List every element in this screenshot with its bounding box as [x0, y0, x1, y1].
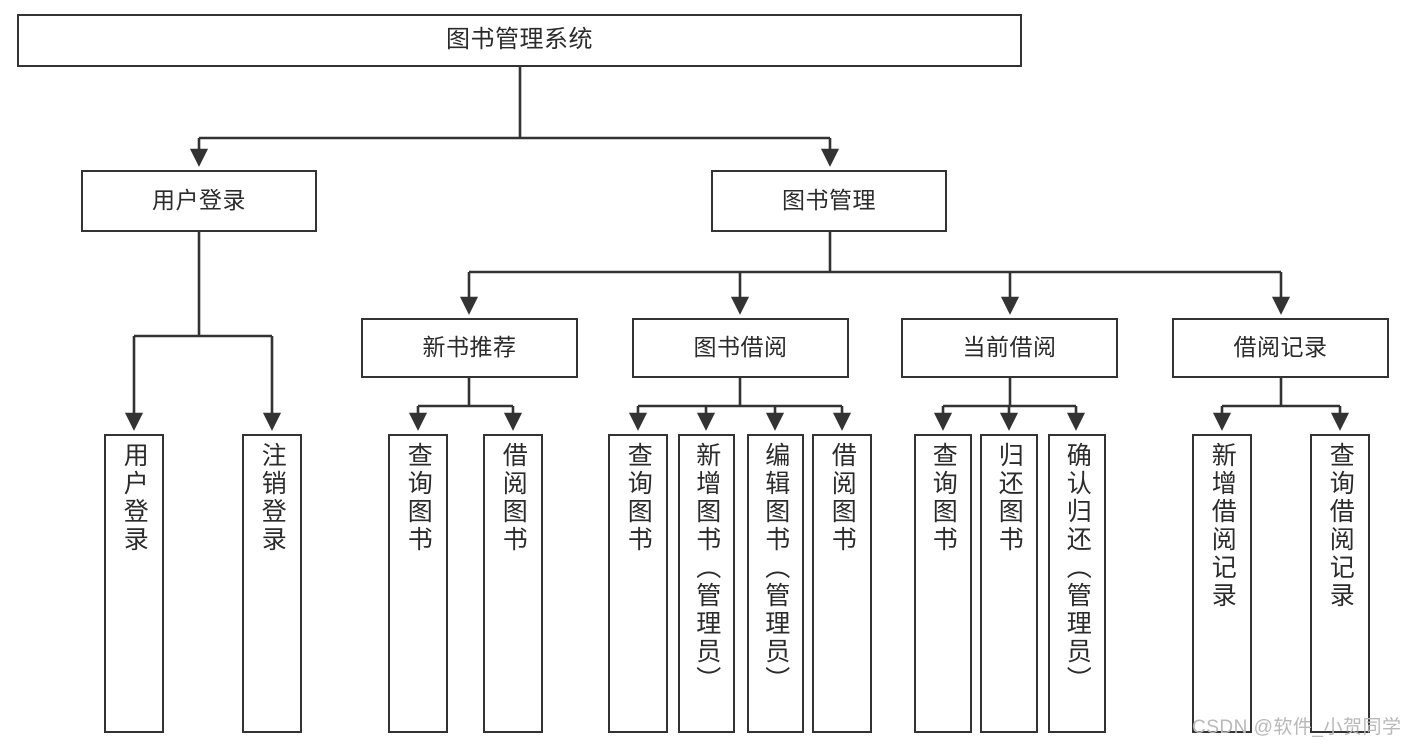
leaf-record-query-record[interactable]: 查询借阅记录	[1310, 434, 1370, 733]
node-label: 图书借阅	[693, 334, 788, 361]
node-book-borrow[interactable]: 图书借阅	[632, 318, 849, 378]
node-label: 编辑图书（管理员）	[761, 442, 790, 694]
node-book-management[interactable]: 图书管理	[711, 170, 947, 232]
node-label: 借阅图书	[828, 442, 857, 554]
leaf-borrow-borrow-book[interactable]: 借阅图书	[812, 434, 872, 733]
node-label: 借阅图书	[499, 442, 528, 554]
leaf-borrow-add-book-admin[interactable]: 新增图书（管理员）	[678, 434, 735, 733]
watermark-text: CSDN @软件_小贺同学	[1192, 717, 1402, 738]
node-label: 用户登录	[120, 442, 149, 554]
node-user-login[interactable]: 用户登录	[81, 170, 317, 232]
leaf-record-add-record[interactable]: 新增借阅记录	[1192, 434, 1252, 733]
leaf-recommend-query-book[interactable]: 查询图书	[388, 434, 448, 733]
node-current-borrow[interactable]: 当前借阅	[901, 318, 1118, 378]
node-label: 用户登录	[152, 187, 246, 214]
node-root-system[interactable]: 图书管理系统	[17, 14, 1022, 67]
node-label: 图书管理系统	[446, 26, 593, 54]
node-label: 注销登录	[258, 442, 287, 554]
leaf-borrow-query-book[interactable]: 查询图书	[608, 434, 668, 733]
node-label: 图书管理	[782, 187, 876, 214]
leaf-current-confirm-return-admin[interactable]: 确认归还（管理员）	[1048, 434, 1106, 733]
node-label: 确认归还（管理员）	[1063, 442, 1092, 694]
leaf-current-query-book[interactable]: 查询图书	[914, 434, 972, 733]
node-label: 归还图书	[995, 442, 1024, 554]
node-new-book-recommend[interactable]: 新书推荐	[361, 318, 578, 378]
leaf-borrow-edit-book-admin[interactable]: 编辑图书（管理员）	[747, 434, 804, 733]
node-label: 新增借阅记录	[1208, 442, 1237, 610]
leaf-current-return-book[interactable]: 归还图书	[980, 434, 1038, 733]
leaf-user-login-login[interactable]: 用户登录	[104, 434, 164, 733]
node-label: 新增图书（管理员）	[692, 442, 721, 694]
node-label: 查询图书	[624, 442, 653, 554]
node-label: 查询图书	[404, 442, 433, 554]
leaf-recommend-borrow-book[interactable]: 借阅图书	[483, 434, 543, 733]
leaf-user-login-logout[interactable]: 注销登录	[242, 434, 302, 733]
node-label: 查询借阅记录	[1326, 442, 1355, 610]
node-borrow-record[interactable]: 借阅记录	[1172, 318, 1389, 378]
node-label: 借阅记录	[1233, 334, 1328, 361]
node-label: 当前借阅	[962, 334, 1057, 361]
node-label: 查询图书	[929, 442, 958, 554]
node-label: 新书推荐	[422, 334, 517, 361]
